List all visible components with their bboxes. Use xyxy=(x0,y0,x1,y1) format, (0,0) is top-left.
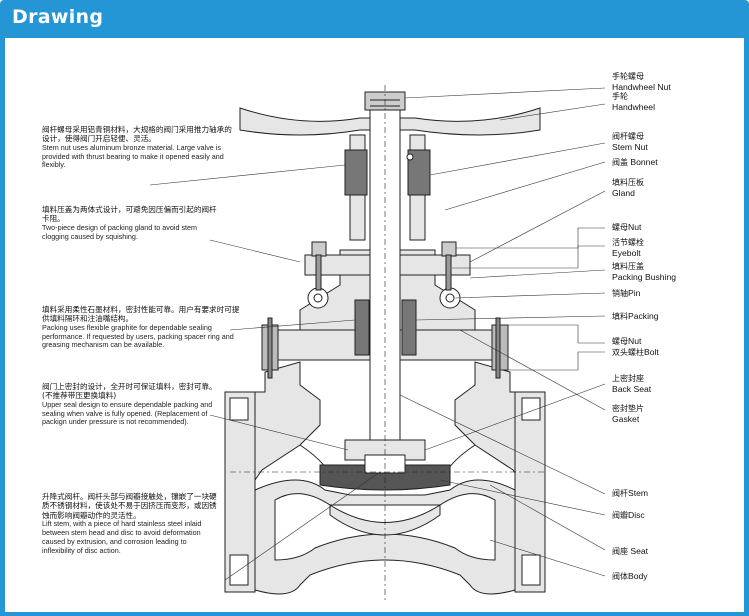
label-nut-1: 螺母Nut xyxy=(612,222,642,232)
label-stem: 阀杆Stem xyxy=(612,488,649,498)
note-stem-nut: 阀杆螺母采用铝青铜材料，大规格的阀门采用推力轴承的设计，使得阀门开启轻便、灵活。… xyxy=(42,125,232,170)
label-pin: 销轴Pin xyxy=(612,288,641,298)
label-nut-2: 螺母Nut xyxy=(612,336,642,346)
label-bolt: 双头螺柱Bolt xyxy=(612,347,659,357)
label-seat: 阀座 Seat xyxy=(612,546,649,556)
note-packing: 填料采用柔性石墨材料，密封性能可靠。用户有要求时可提供填料隔环和注油嘴结构。 P… xyxy=(42,305,240,350)
bottom-border xyxy=(0,612,749,616)
page-title: Drawing xyxy=(12,6,104,28)
note-gland: 填料压盖为两体式设计，可避免因压偏而引起的阀杆卡阻。 Two-piece des… xyxy=(42,205,217,241)
left-border xyxy=(0,38,5,616)
label-bonnet: 阀盖 Bonnet xyxy=(612,157,658,167)
label-packing: 填料Packing xyxy=(612,311,659,321)
header-bar: Drawing xyxy=(0,0,749,38)
note-lift-stem: 升降式阀杆。阀杆头部与阀瓣接触处，镶嵌了一块硬质不锈钢材料，使该处不易于因挤压而… xyxy=(42,492,217,555)
stem-nut xyxy=(344,149,368,196)
note-upper-seal: 阀门上密封的设计，全开时可保证填料，密封可靠。(不推荐带压更换填料) Upper… xyxy=(42,382,217,427)
label-body: 阀体Body xyxy=(612,571,648,581)
label-disc: 阀瓣Disc xyxy=(612,510,645,520)
right-border xyxy=(744,38,749,616)
packing xyxy=(354,299,370,356)
